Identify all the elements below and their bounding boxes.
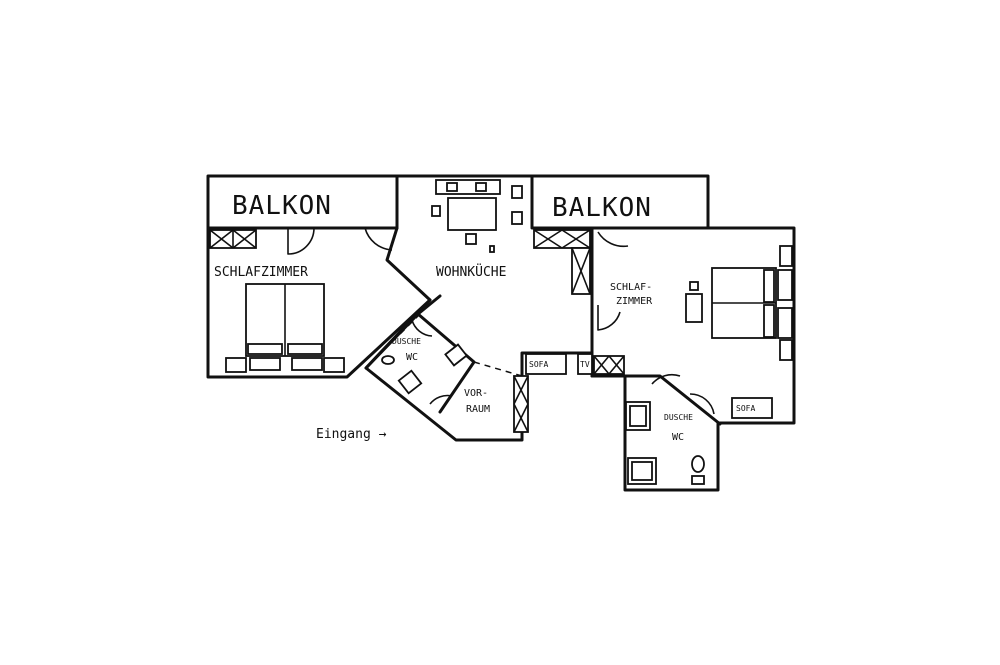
furniture [225, 179, 793, 485]
outer-walls [206, 174, 796, 492]
cabinets [209, 229, 625, 433]
label-vorraum-2: RAUM [466, 404, 490, 415]
label-balkon-right: BALKON [552, 193, 652, 223]
label-eingang: Eingang → [316, 427, 387, 442]
label-tv: TV [580, 360, 590, 369]
kitchen-table [447, 197, 497, 231]
sofa-right [731, 397, 773, 419]
label-wohnkueche: WOHNKÜCHE [436, 263, 506, 280]
partitions [373, 313, 523, 377]
label-wc-right: WC [672, 432, 684, 443]
label-balkon-left: BALKON [232, 191, 332, 221]
sofa-left [525, 353, 567, 375]
label-schlafzimmer-left: SCHLAFZIMMER [214, 265, 308, 280]
label-wc-left: WC [406, 352, 418, 363]
label-dusche-left: DUSCHE [392, 337, 421, 346]
label-sofa-left: SOFA [529, 360, 548, 369]
label-dusche-right: DUSCHE [664, 413, 693, 422]
labels: BALKON BALKON SCHLAFZIMMER WOHNKÜCHE DUS… [214, 191, 755, 443]
doors [287, 227, 715, 415]
label-schlafzimmer-right-1: SCHLAF- [610, 282, 652, 293]
label-sofa-right: SOFA [736, 404, 755, 413]
label-vorraum-1: VOR- [464, 388, 488, 399]
label-schlafzimmer-right-2: ZIMMER [616, 296, 653, 307]
